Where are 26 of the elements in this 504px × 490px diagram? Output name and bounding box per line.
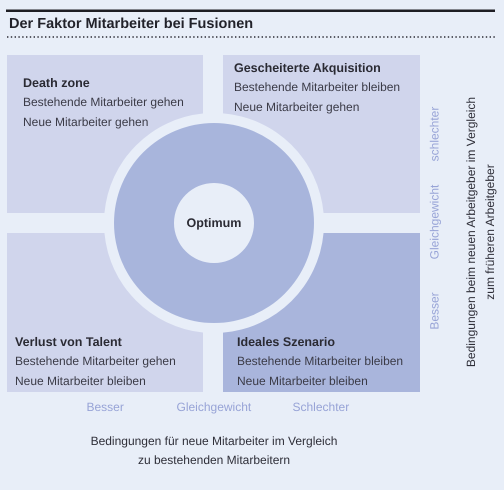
- axis-tick-label: Besser: [86, 400, 124, 414]
- axis-tick-label: Gleichgewicht: [426, 184, 441, 260]
- quadrant-text: Bestehende Mitarbeiter bleiben: [237, 354, 404, 368]
- quadrant-panel: [223, 233, 420, 392]
- quadrant-heading: Verlust von Talent: [15, 335, 122, 349]
- quadrant-panel: [223, 55, 420, 213]
- quadrant-text: Bestehende Mitarbeiter gehen: [23, 95, 184, 109]
- quadrant-text: Neue Mitarbeiter bleiben: [15, 374, 146, 388]
- quadrant-text: Bestehende Mitarbeiter gehen: [15, 354, 176, 368]
- quadrant-text: Bestehende Mitarbeiter bleiben: [234, 80, 400, 94]
- diagram-title: Der Faktor Mitarbeiter bei Fusionen: [9, 15, 254, 33]
- quadrant-text: Neue Mitarbeiter bleiben: [237, 374, 368, 388]
- axis-title: Bedingungen für neue Mitarbeiter im Vergleich zu bestehenden Mitarbeitern: [90, 433, 338, 469]
- axis-tick-label: Besser: [427, 292, 442, 330]
- center-label: Optimum: [186, 215, 242, 231]
- quadrant-heading: Gescheiterte Akquisition: [234, 61, 381, 75]
- quadrant-text: Neue Mitarbeiter gehen: [23, 114, 148, 128]
- quadrant-panel: [7, 233, 203, 392]
- axis-title: Bedingungen beim neuen Arbeitgeber im Vergleich zum früheren Arbeitgeber: [463, 96, 498, 368]
- axis-tick-label: Gleichgewicht: [176, 400, 252, 414]
- quadrant-text: Neue Mitarbeiter gehen: [234, 100, 360, 114]
- axis-tick-label: Schlechter: [292, 400, 350, 414]
- axis-tick-label: schlechter: [426, 106, 441, 162]
- quadrant-panel: [7, 55, 203, 213]
- quadrant-heading: Death zone: [23, 76, 90, 90]
- quadrant-heading: Ideales Szenario: [237, 335, 335, 349]
